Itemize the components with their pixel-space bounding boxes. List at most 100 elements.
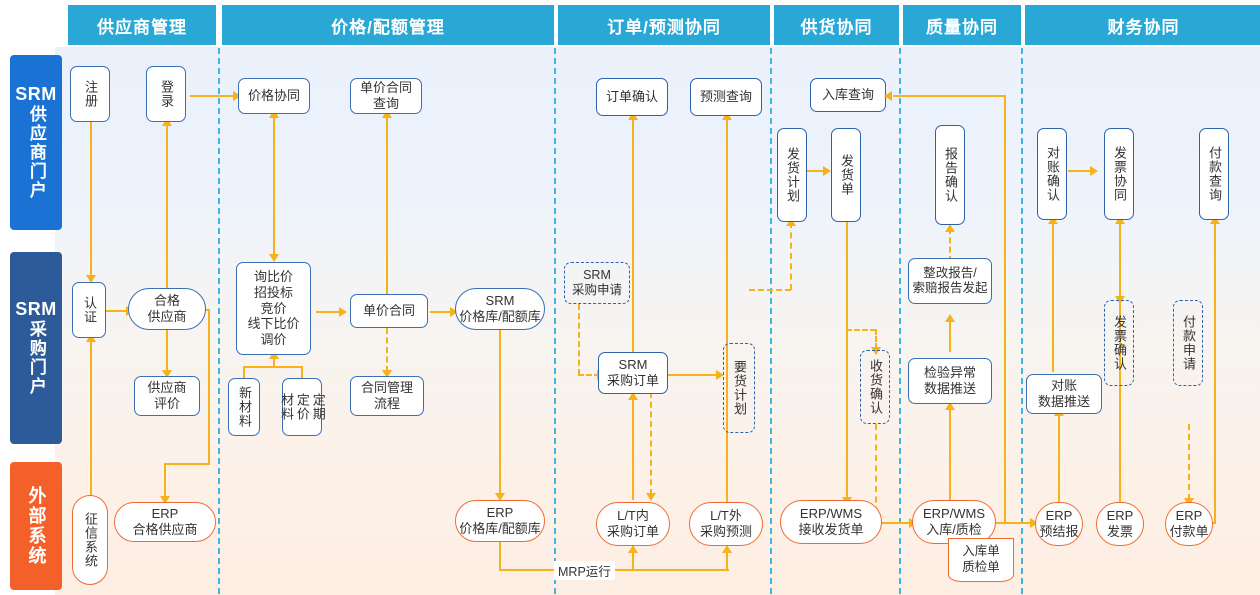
node-forecast-query[interactable]: 预测查询: [690, 78, 762, 116]
arrowhead-up: [269, 351, 279, 359]
column-header-supplier-management[interactable]: 供应商管理: [68, 5, 216, 45]
node-srm-purchase-request[interactable]: SRM 采购申请: [564, 262, 630, 304]
node-payment-query[interactable]: 付款查询: [1199, 128, 1229, 220]
connector-new-material-up: [243, 366, 245, 379]
column-divider-1: [218, 48, 220, 594]
node-report-confirmation[interactable]: 报告确认: [935, 125, 965, 225]
arrowhead-down: [495, 493, 505, 501]
node-erp-invoice[interactable]: ERP 发票: [1096, 502, 1144, 546]
node-supplier-evaluation[interactable]: 供应商 评价: [134, 376, 200, 416]
node-unit-price-contract[interactable]: 单价合同: [350, 294, 428, 328]
arrowhead-up: [1048, 216, 1058, 224]
node-invoice-confirmation[interactable]: 发票确认: [1104, 300, 1134, 386]
connector-lt-in-to-po: [632, 396, 634, 500]
note-inbound-qc-documents: 入库单 质检单: [948, 538, 1014, 582]
node-login[interactable]: 登录: [146, 66, 186, 122]
node-payment-request[interactable]: 付款申请: [1173, 300, 1203, 386]
swimlane-cn-label: 供应商门户: [26, 105, 46, 201]
node-unit-price-contract-query[interactable]: 单价合同 查询: [350, 78, 422, 114]
node-srm-purchase-order[interactable]: SRM 采购订单: [598, 352, 668, 394]
node-erp-price-quota-library[interactable]: ERP 价格库/配额库: [455, 500, 545, 542]
connector-contract-to-mgmt-flow: [386, 328, 388, 372]
node-delivery-note[interactable]: 发货单: [831, 128, 861, 222]
connector-erp-invoice-to-collab: [1119, 220, 1121, 510]
swimlane-srm-supplier-portal: SRM 供应商门户: [10, 55, 62, 230]
node-erp-wms-receive-delivery[interactable]: ERP/WMS 接收发货单: [780, 500, 882, 544]
node-demand-plan[interactable]: 要货计划: [723, 343, 755, 433]
arrowhead-up: [786, 218, 796, 226]
column-divider-4: [899, 48, 901, 594]
column-header-order-forecast-collaboration[interactable]: 订单/预测协同: [556, 5, 770, 45]
arrowhead-right: [716, 370, 724, 380]
arrowhead-right: [823, 166, 831, 176]
node-inspection-abnormal-data-push[interactable]: 检验异常 数据推送: [908, 358, 992, 404]
connector-presettle-to-recon-push: [1058, 412, 1060, 504]
node-certification[interactable]: 认证: [72, 282, 106, 338]
node-receipt-confirmation[interactable]: 收货确认: [860, 350, 890, 424]
swimlane-srm-procurement-portal: SRM 采购门户: [10, 252, 62, 444]
swimlane-external-systems: 外部系统: [10, 462, 62, 590]
connector-qualified-to-login: [166, 122, 168, 300]
connector-note-to-receipt-v: [875, 329, 877, 349]
arrowhead-up: [162, 118, 172, 126]
arrowhead-right: [1090, 166, 1098, 176]
connector-po-to-demand-plan: [667, 374, 719, 376]
node-regular-priced-material[interactable]: 定期 定价 材料: [279, 378, 326, 436]
column-header-supply-collaboration[interactable]: 供货协同: [772, 5, 899, 45]
node-contract-management-flow[interactable]: 合同管理 流程: [350, 376, 424, 416]
connector-rectify-to-report-confirm: [949, 228, 951, 262]
connector-erp-lib-down: [499, 542, 501, 571]
node-srm-price-quota-library[interactable]: SRM 价格库/配额库: [455, 288, 545, 330]
connector-login-to-price-collab: [190, 95, 238, 97]
node-inquiry-bidding-group[interactable]: 询比价 招投标 竞价 线下比价 调价: [236, 262, 311, 355]
arrowhead-up: [945, 314, 955, 322]
node-order-confirmation[interactable]: 订单确认: [596, 78, 668, 116]
node-inbound-query[interactable]: 入库查询: [810, 78, 886, 112]
column-header-quality-collaboration[interactable]: 质量协同: [901, 5, 1021, 45]
node-invoice-collaboration[interactable]: 发票协同: [1104, 128, 1134, 220]
connector-po-to-order-confirm: [632, 116, 634, 356]
column-header-label: 供应商管理: [97, 17, 187, 37]
connector-qualified-to-eval: [166, 328, 168, 372]
connector-demand-to-delivery-plan-v: [790, 222, 792, 290]
connector-note-to-receipt-h: [846, 329, 876, 331]
column-header-label: 财务协同: [1107, 17, 1180, 37]
arrowhead-up: [945, 402, 955, 410]
connector-note-to-erpwms: [846, 222, 848, 500]
column-header-finance-collaboration[interactable]: 财务协同: [1023, 5, 1260, 45]
arrowhead-down: [382, 370, 392, 378]
node-reconciliation-data-push[interactable]: 对账 数据推送: [1026, 374, 1102, 414]
connector-qc-to-inbound-query-h: [893, 95, 1006, 97]
connector-qc-to-abnormal: [949, 406, 951, 504]
arrowhead-up: [1210, 216, 1220, 224]
node-credit-system[interactable]: 征信系统: [72, 495, 108, 585]
connector-regular-material-up: [301, 366, 303, 379]
node-lt-out-purchase-forecast[interactable]: L/T外 采购预测: [689, 502, 763, 546]
arrowhead-left: [884, 91, 892, 101]
node-erp-presettlement[interactable]: ERP 预结报: [1035, 502, 1083, 546]
connector-certify-to-qualified: [105, 310, 130, 312]
arrowhead-up: [269, 110, 279, 118]
arrowhead-right: [1030, 518, 1038, 528]
node-erp-qualified-supplier[interactable]: ERP 合格供应商: [114, 502, 216, 542]
connector-request-to-po-h: [578, 374, 600, 376]
arrowhead-down: [269, 254, 279, 262]
connector-srm-lib-to-erp-lib: [499, 330, 501, 495]
connector-credit-to-certify: [90, 338, 92, 498]
connector-qualified-to-erp-v: [208, 309, 210, 464]
connector-inquiry-to-contract: [316, 311, 343, 313]
node-lt-in-purchase-order[interactable]: L/T内 采购订单: [596, 502, 670, 546]
node-qualified-supplier[interactable]: 合格 供应商: [128, 288, 206, 330]
node-reconciliation-confirmation[interactable]: 对账确认: [1037, 128, 1067, 220]
arrowhead-right: [233, 91, 241, 101]
arrowhead-down: [86, 275, 96, 283]
node-register[interactable]: 注册: [70, 66, 110, 122]
node-price-collaboration[interactable]: 价格协同: [238, 78, 310, 114]
node-erp-payment-document[interactable]: ERP 付款单: [1165, 502, 1213, 546]
node-new-material[interactable]: 新材料: [228, 378, 260, 436]
arrowhead-up: [628, 392, 638, 400]
node-delivery-plan[interactable]: 发货计划: [777, 128, 807, 222]
column-header-price-quota-management[interactable]: 价格/配额管理: [220, 5, 554, 45]
arrowhead-up: [1115, 216, 1125, 224]
node-rectification-claim-report[interactable]: 整改报告/ 索赔报告发起: [908, 258, 992, 304]
